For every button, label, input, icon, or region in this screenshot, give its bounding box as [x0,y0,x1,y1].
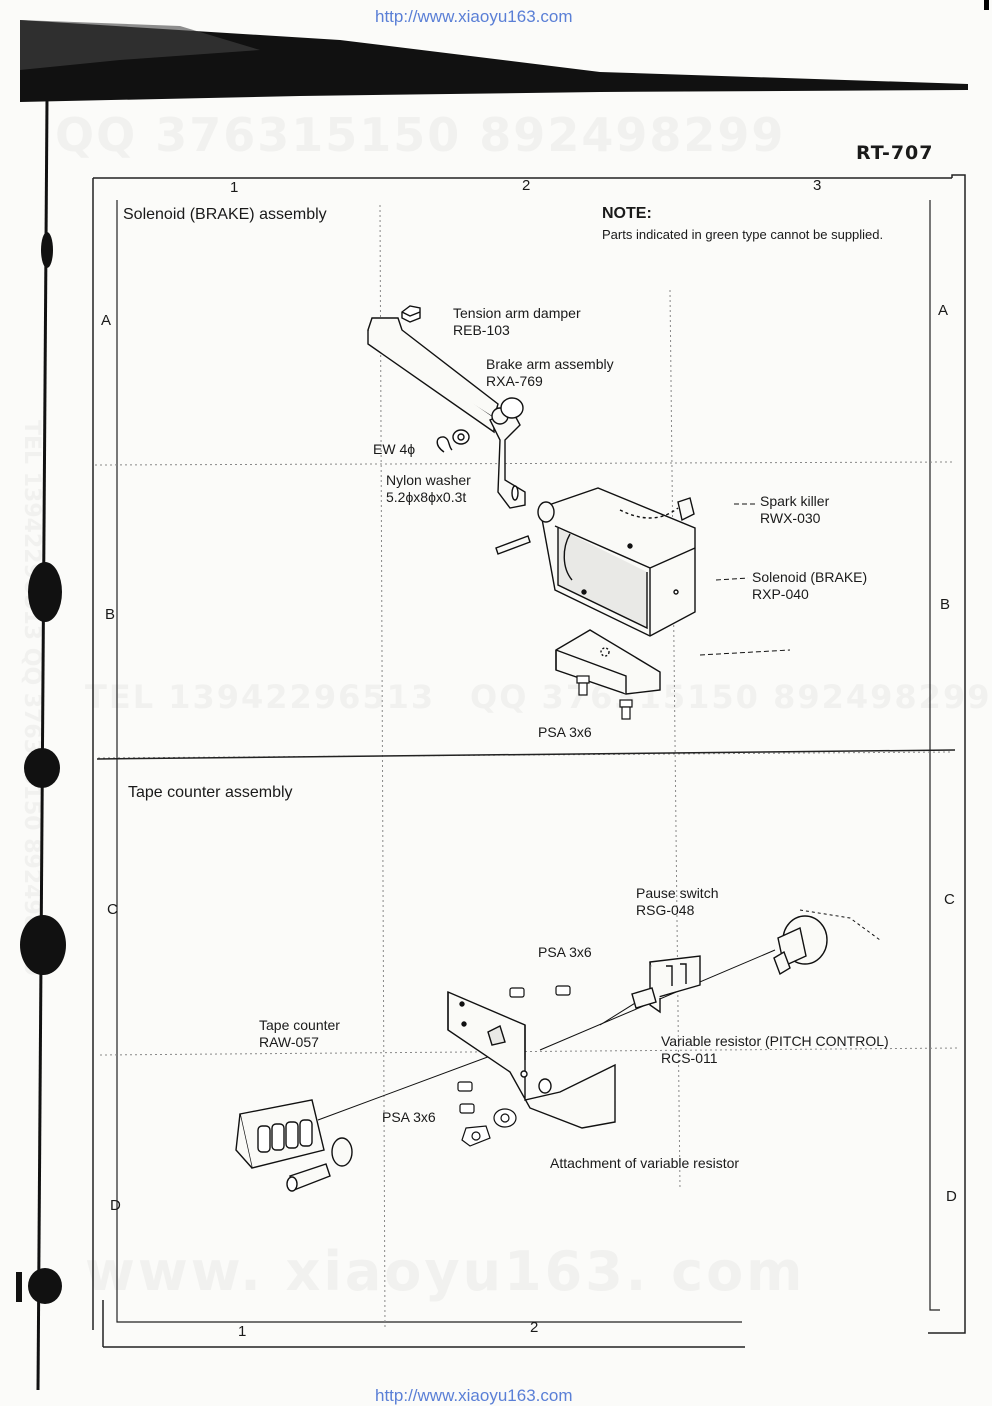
part-code: RXA-769 [486,373,543,389]
psa-upper-screws [509,985,571,998]
binding-hole-5 [28,1268,62,1304]
part-code: 5.2ϕx8ϕx0.3t [386,489,467,505]
part-code: REB-103 [453,322,510,338]
pause-switch-drawing [631,955,701,1014]
grid-col-top-1: 1 [230,179,239,196]
binding-edge [36,99,49,1391]
part-code: RSG-048 [636,902,695,918]
solenoid-drawing [495,487,696,695]
part-ew: EW 4ϕ [373,441,415,458]
grid-row-right-a: A [938,302,949,319]
watermark-top: QQ 376315150 892498299 [55,108,786,162]
part-psa-solenoid: PSA 3x6 [538,724,592,741]
bracket-drawing [447,990,616,1129]
part-tape-counter: Tape counter RAW-057 [259,1017,340,1051]
part-spark-killer: Spark killer RWX-030 [760,493,829,527]
grid-row-left-c: C [107,901,118,918]
brake-arm-drawing [367,317,526,509]
part-name: Brake arm assembly [486,356,614,372]
binding-hole-4 [20,915,66,975]
binding-mark [16,1272,22,1302]
grid-row-right-d: D [946,1188,957,1205]
scan-top-noise [20,20,260,70]
binding-hole-3 [24,748,60,788]
part-tension-arm-damper: Tension arm damper REB-103 [453,305,581,339]
scan-corner-mark [984,0,989,10]
grid-row-left-b: B [105,606,116,623]
watermark-mid-right: QQ 376315150 892498299 [470,678,992,716]
part-attachment: Attachment of variable resistor [550,1155,739,1172]
solenoid-leaders [699,503,791,656]
part-name: PSA 3x6 [538,944,592,960]
part-name: Tape counter [259,1017,340,1033]
note-text: Parts indicated in green type cannot be … [602,227,884,242]
grid-col-bottom-2: 2 [530,1319,539,1336]
part-solenoid-brake: Solenoid (BRAKE) RXP-040 [752,569,867,603]
grid-row-left-a: A [101,312,112,329]
part-code: RCS-011 [661,1050,718,1066]
part-name: Nylon washer [386,472,471,488]
grid-row-right-b: B [940,596,951,613]
note-heading: NOTE: [602,205,652,222]
model-number: RT-707 [856,142,934,164]
part-name: PSA 3x6 [382,1109,436,1125]
binding-hole-1 [41,232,53,268]
section-divider [96,749,956,760]
part-name: Attachment of variable resistor [550,1155,740,1171]
grid-col-top-3: 3 [813,177,822,194]
part-pause-switch: Pause switch RSG-048 [636,885,718,919]
psa-lower-screws [457,1081,517,1147]
outer-frame [92,174,966,1348]
source-url-bottom[interactable]: http://www.xiaoyu163.com [375,1386,573,1405]
grid-col-top-2: 2 [522,177,531,194]
grid-row-left-d: D [110,1197,121,1214]
part-name: Pause switch [636,885,719,901]
watermark-bottom: www. xiaoyu163. com [85,1240,806,1303]
tape-counter-section-title: Tape counter assembly [128,784,293,801]
part-nylon-washer: Nylon washer 5.2ϕx8ϕx0.3t [386,472,471,506]
part-code: RXP-040 [752,586,809,602]
inner-frame [116,200,940,1323]
tension-arm-damper-drawing [401,305,421,323]
part-name: Variable resistor (PITCH CONTROL) [661,1033,889,1049]
grid-col-bottom-1: 1 [238,1323,247,1340]
part-brake-arm-assembly: Brake arm assembly RXA-769 [486,356,614,390]
source-url-top[interactable]: http://www.xiaoyu163.com [375,7,573,26]
grid-row-right-c: C [944,891,955,908]
part-name: EW 4ϕ [373,441,416,457]
binding-hole-2 [28,562,62,622]
scan-top-band [20,20,968,102]
part-variable-resistor: Variable resistor (PITCH CONTROL) RCS-01… [661,1033,889,1067]
part-psa-lower: PSA 3x6 [382,1109,436,1126]
part-name: Tension arm damper [453,305,581,321]
part-code: RAW-057 [259,1034,319,1050]
watermark-mid-left: TEL 13942296513 [85,678,436,716]
tape-counter-drawing [235,1099,353,1192]
part-name: Spark killer [760,493,830,509]
part-code: RWX-030 [760,510,821,526]
ew-washer-drawing [436,429,470,453]
part-psa-upper: PSA 3x6 [538,944,592,961]
part-name: Solenoid (BRAKE) [752,569,868,585]
part-name: PSA 3x6 [538,724,592,740]
variable-resistor-drawing [773,915,828,976]
solenoid-section-title: Solenoid (BRAKE) assembly [123,206,327,223]
psa-solenoid-screws [576,675,633,720]
